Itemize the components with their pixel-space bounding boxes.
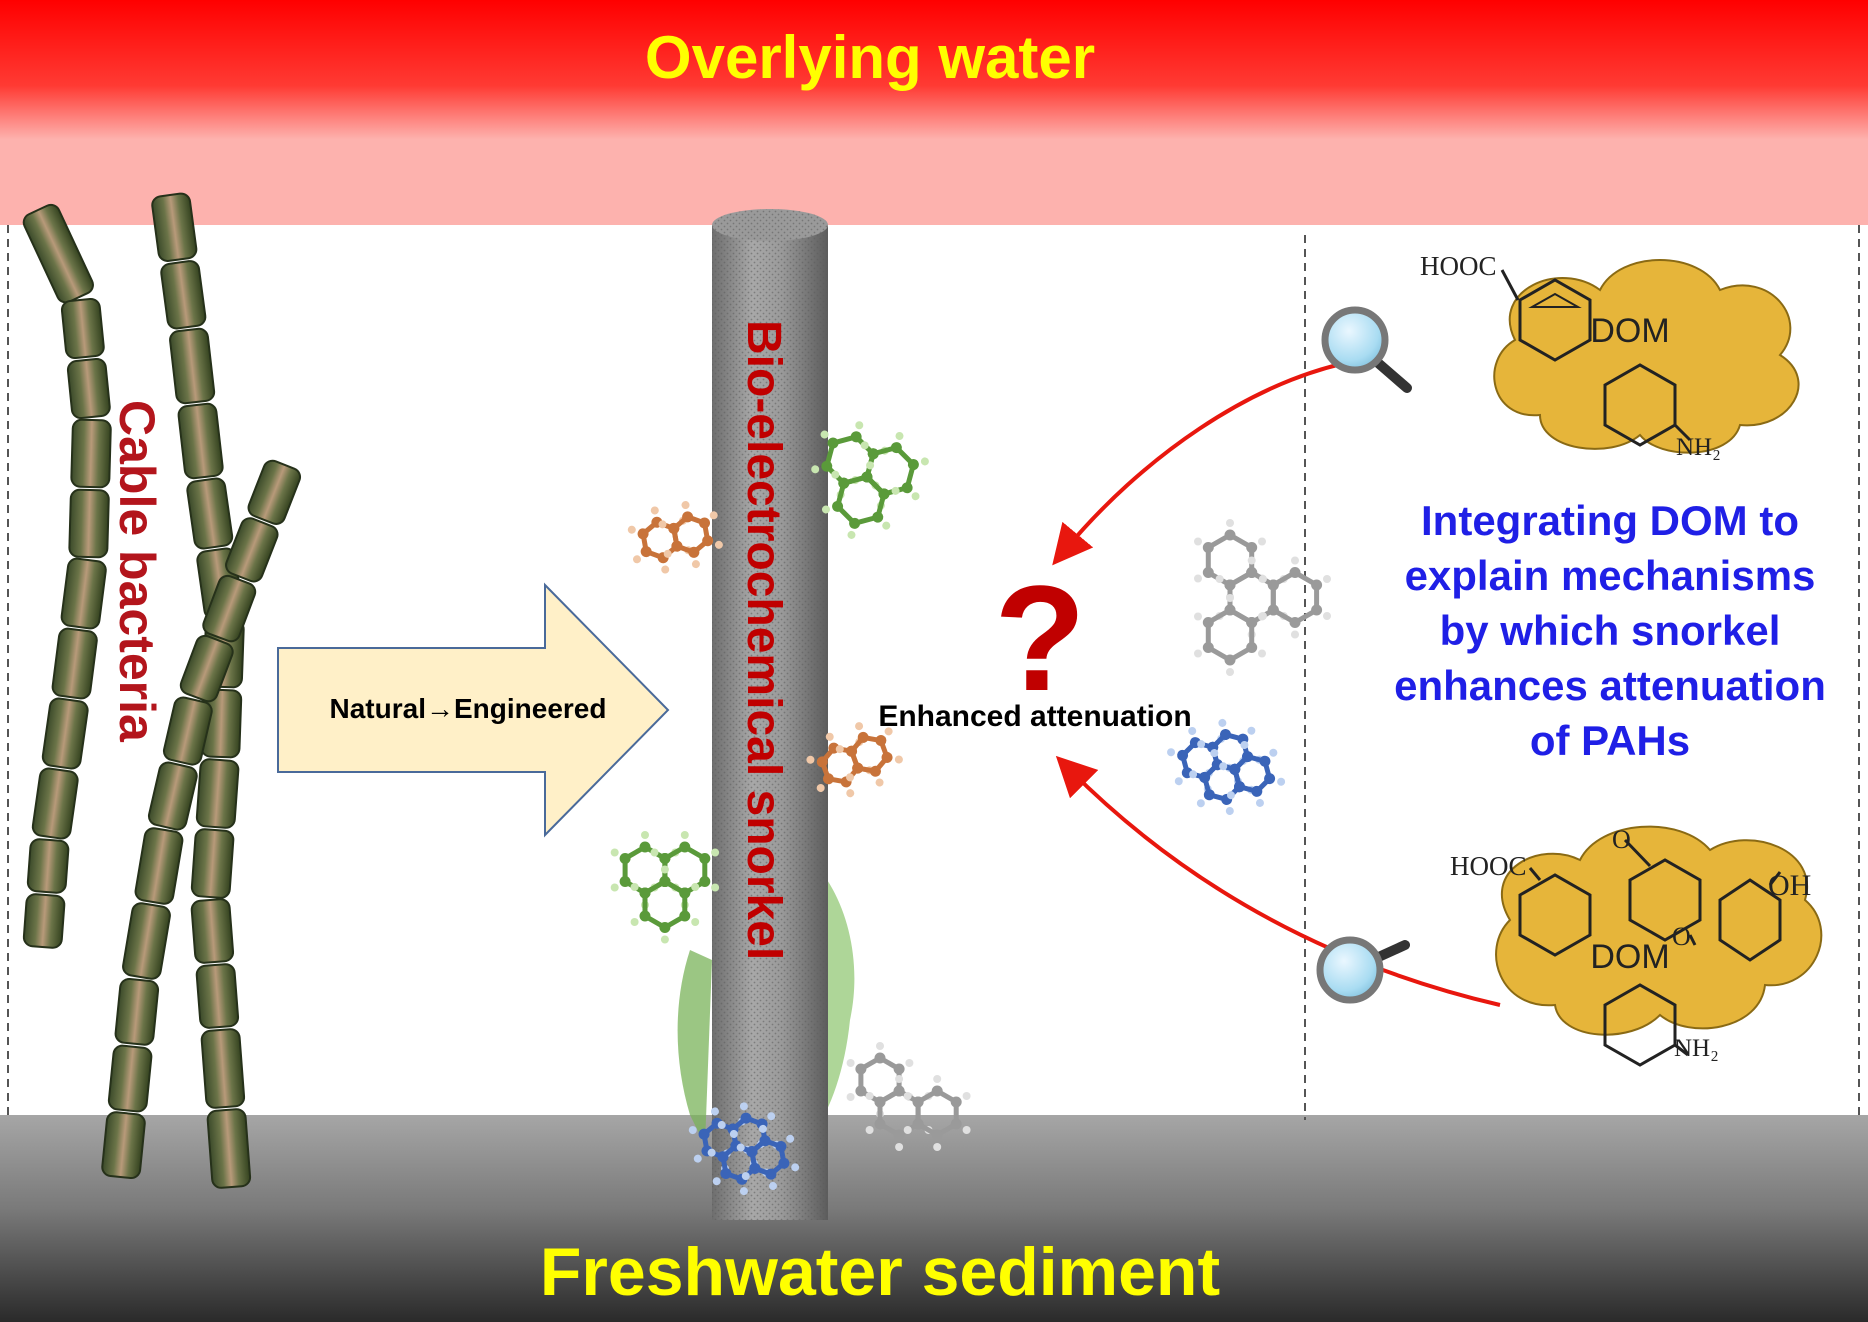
overlying-water-title: Overlying water — [645, 24, 1095, 91]
freshwater-sediment-title: Freshwater sediment — [540, 1234, 1220, 1310]
bacteria-filament-icon — [169, 327, 216, 405]
bacteria-filament-icon — [247, 459, 302, 525]
bacteria-filament-icon — [41, 697, 89, 770]
bacteria-filament-icon — [60, 297, 105, 360]
natural-to-engineered-arrow — [277, 582, 670, 838]
integration-line-4: enhances attenuation — [1394, 662, 1826, 709]
integration-line-3: by which snorkel — [1440, 607, 1781, 654]
bacteria-filament-icon — [151, 192, 198, 262]
bacteria-filament-icon — [190, 898, 235, 964]
dom-bottom-name: DOM — [1590, 938, 1669, 976]
bacteria-filament-icon — [195, 758, 240, 829]
bacteria-filament-icon — [206, 1108, 252, 1189]
dom-bottom-oh: OH — [1768, 869, 1811, 902]
magnifier-icon — [1316, 936, 1410, 1004]
bacteria-filament-icon — [31, 767, 79, 840]
upper-red-arrow — [1052, 358, 1361, 566]
snorkel-label: Bio-electrochemical snorkel — [737, 320, 790, 960]
bacteria-filament-icon — [66, 357, 111, 420]
enhanced-attenuation-label: Enhanced attenuation — [878, 700, 1191, 733]
svg-text:O: O — [1672, 922, 1691, 951]
bacteria-filament-icon — [190, 828, 235, 899]
pah-molecule-icon — [688, 1102, 800, 1196]
bacteria-filament-icon — [26, 838, 70, 894]
bacteria-filament-icon — [68, 488, 110, 559]
bacteria-filament-icon — [60, 557, 107, 630]
pah-molecule-icon — [846, 1042, 971, 1151]
bacteria-filament-icon — [51, 627, 98, 700]
bacteria-filament-icon — [225, 517, 279, 583]
integration-line-1: Integrating DOM to — [1421, 497, 1799, 544]
question-mark: ? — [994, 554, 1086, 722]
integration-line-2: explain mechanisms — [1405, 552, 1816, 599]
pah-molecule-icon — [1167, 718, 1286, 816]
bacteria-filament-icon — [101, 1111, 146, 1180]
dom-bottom-nh2: NH₂ — [1674, 1035, 1719, 1062]
magnifier-icon — [1321, 306, 1412, 393]
bacteria-filament-icon — [202, 574, 257, 643]
lower-red-arrow — [1055, 755, 1501, 1007]
freshwater-sediment-zone — [0, 1115, 1868, 1322]
overlying-water-zone — [0, 0, 1868, 225]
integration-text-block: Integrating DOM to explain mechanisms by… — [1394, 497, 1826, 764]
integration-line-5: of PAHs — [1530, 717, 1690, 764]
bacteria-filament-icon — [134, 827, 184, 905]
dom-top-hooc: HOOC — [1420, 251, 1497, 281]
bacteria-filament-icon — [195, 963, 240, 1029]
natural-to-engineered-label: Natural→Engineered — [330, 693, 607, 724]
dom-cloud-bottom: O O — [1495, 825, 1823, 1067]
dom-bottom-hooc: HOOC — [1450, 851, 1527, 881]
bacteria-filament-icon — [107, 1044, 153, 1113]
bacteria-filament-icon — [160, 260, 207, 330]
cable-bacteria-label: Cable bacteria — [109, 400, 165, 743]
bacteria-filament-icon — [22, 203, 94, 304]
pah-molecule-icon — [1194, 519, 1331, 676]
snorkel-cylinder — [712, 209, 828, 1220]
bacteria-filament-icon — [70, 418, 112, 489]
bacteria-filament-icon — [22, 893, 66, 949]
pah-molecules — [610, 421, 1331, 1196]
pah-molecule-icon — [811, 421, 929, 539]
svg-text:O: O — [1612, 825, 1631, 854]
pah-molecule-icon — [610, 831, 720, 944]
bacteria-filament-icon — [200, 1028, 246, 1109]
bacteria-filament-icon — [162, 696, 213, 766]
pah-molecule-icon — [806, 722, 903, 798]
bacteria-filament-icon — [186, 477, 234, 550]
dom-top-nh2: NH₂ — [1676, 434, 1721, 461]
dom-cloud-top — [1493, 259, 1800, 454]
pah-molecule-icon — [627, 501, 723, 574]
bacteria-filament-icon — [114, 977, 160, 1046]
bacteria-filament-icon — [179, 634, 234, 703]
cable-bacteria-filaments — [22, 192, 302, 1189]
bacteria-filament-icon — [147, 761, 198, 831]
dom-top-name: DOM — [1590, 312, 1669, 350]
bacteria-filament-icon — [177, 402, 224, 480]
bacteria-filament-icon — [122, 902, 171, 980]
